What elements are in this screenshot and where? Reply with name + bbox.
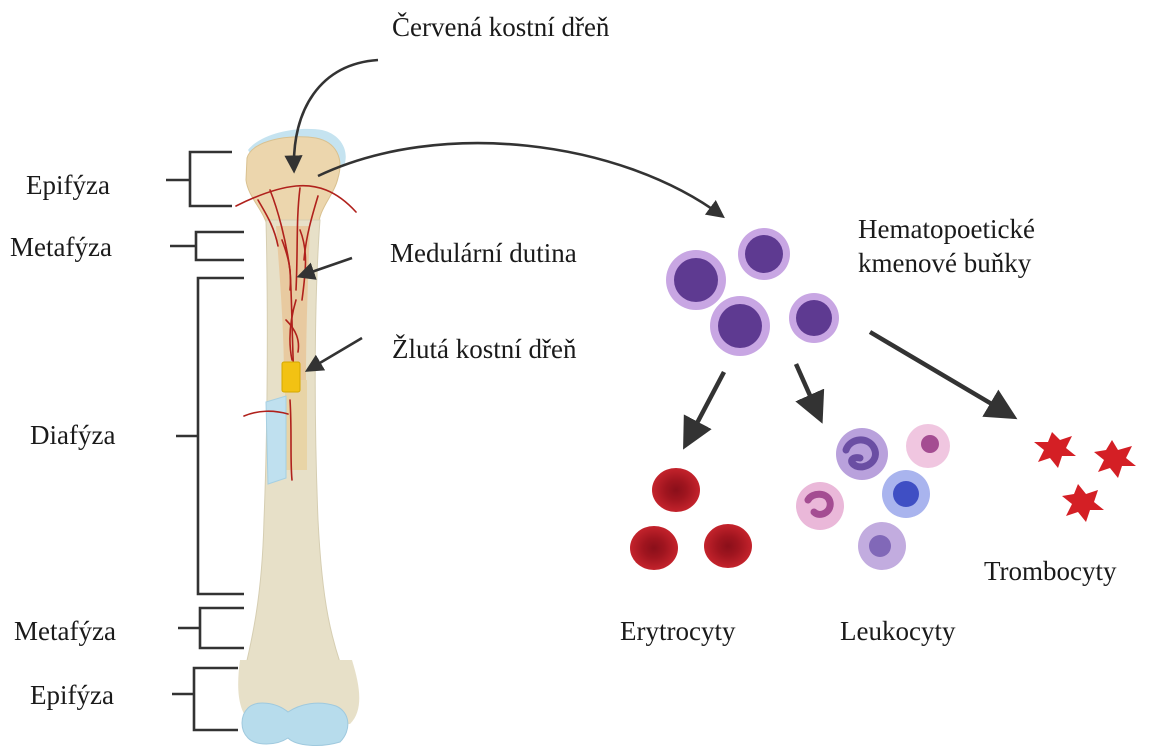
erythrocyte [704, 524, 752, 568]
leukocyte [906, 424, 950, 468]
thrombocyte [1034, 432, 1076, 468]
label-diaphysis: Diafýza [30, 418, 115, 452]
periosteum-peel [266, 396, 286, 484]
yellow-marrow [282, 362, 300, 392]
arrow-to-erythrocytes [686, 372, 724, 444]
bracket-metaphysis-top [170, 232, 244, 260]
bracket-epiphysis-top [166, 152, 232, 206]
leukocyte [836, 428, 888, 480]
bracket-epiphysis-bottom [172, 668, 238, 730]
thrombocytes [1034, 432, 1136, 522]
arrow-to-leukocytes [796, 364, 820, 418]
leukocyte [882, 470, 930, 518]
label-metaphysis-bottom: Metafýza [14, 614, 116, 648]
leukocyte [796, 482, 844, 530]
label-hematopoietic-stem-cells: Hematopoetické kmenové buňky [858, 212, 1098, 280]
label-erythrocytes: Erytrocyty [620, 614, 735, 648]
bracket-metaphysis-bottom [178, 608, 244, 648]
pointer-arrows [294, 60, 722, 370]
stem-cell [666, 250, 726, 310]
label-epiphysis-bottom: Epifýza [30, 678, 114, 712]
leukocytes [796, 424, 950, 570]
label-leukocytes: Leukocyty [840, 614, 955, 648]
arrow-yellow-marrow [308, 338, 362, 370]
label-epiphysis-top: Epifýza [26, 168, 110, 202]
stem-cell [738, 228, 790, 280]
label-thrombocytes: Trombocyty [984, 554, 1117, 588]
erythrocyte [652, 468, 700, 512]
erythrocytes [630, 468, 752, 570]
leukocyte [858, 522, 906, 570]
stem-cell [710, 296, 770, 356]
label-metaphysis-top: Metafýza [10, 230, 112, 264]
cut-section [285, 380, 307, 470]
arrow-to-platelets [870, 332, 1012, 416]
epiphysis-top-shape [246, 137, 340, 230]
thrombocyte [1062, 484, 1104, 522]
bracket-diaphysis [176, 278, 244, 594]
stem-cell [789, 293, 839, 343]
articular-cartilage-bottom [242, 703, 348, 745]
long-bone [236, 129, 359, 746]
erythrocyte [630, 526, 678, 570]
label-medullary-cavity: Medulární dutina [390, 236, 577, 270]
region-brackets [166, 152, 244, 730]
arrow-to-stem-cells [318, 143, 722, 216]
label-yellow-marrow: Žlutá kostní dřeň [392, 332, 592, 366]
label-red-marrow: Červená kostní dřeň [392, 10, 632, 44]
thrombocyte [1094, 440, 1136, 478]
hematopoietic-stem-cells [666, 228, 839, 356]
